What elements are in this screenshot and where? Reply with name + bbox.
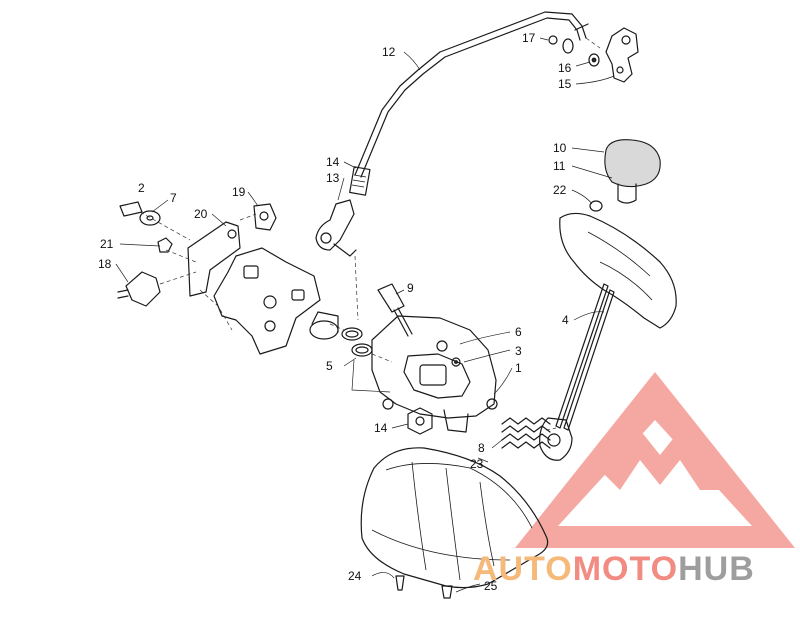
svg-text:AUTOMOTOHUB: AUTOMOTOHUB xyxy=(473,550,755,588)
callout-12: 12 xyxy=(382,45,396,59)
callout-23: 23 xyxy=(470,457,484,471)
callout-24: 24 xyxy=(348,569,362,583)
callout-4: 4 xyxy=(562,313,569,327)
callout-16: 16 xyxy=(558,61,572,75)
watermark-word-auto: AUTO xyxy=(473,550,573,588)
left-mount-assembly xyxy=(117,201,339,355)
linkage-parts-15-16-17 xyxy=(548,27,639,83)
callout-22: 22 xyxy=(553,183,567,197)
callout-13: 13 xyxy=(326,171,340,185)
callout-1: 1 xyxy=(515,361,522,375)
callout-3: 3 xyxy=(515,344,522,358)
spring-part-8 xyxy=(501,417,557,449)
callout-20: 20 xyxy=(194,207,208,221)
cover-part-23 xyxy=(360,447,549,599)
watermark-logo xyxy=(515,372,795,548)
shift-bracket-part-1 xyxy=(371,283,498,435)
watermark-word-hub: HUB xyxy=(678,550,755,588)
callout-10: 10 xyxy=(553,141,567,155)
leader-lines xyxy=(115,37,615,463)
washers-part-5 xyxy=(329,323,393,393)
callout-14-top: 14 xyxy=(326,155,340,169)
watermark-text: AUTOMOTOHUB xyxy=(473,550,755,588)
callout-8: 8 xyxy=(478,441,485,455)
callout-6: 6 xyxy=(515,325,522,339)
shift-lever-assembly xyxy=(539,139,677,461)
callout-labels: 1 2 3 4 5 6 7 8 9 10 11 12 13 14 14 15 1… xyxy=(98,31,572,593)
callout-11: 11 xyxy=(553,159,566,173)
logo-m-shape xyxy=(600,430,720,490)
shift-rod-part-12 xyxy=(349,11,589,196)
callout-17: 17 xyxy=(522,31,536,45)
callout-18: 18 xyxy=(98,257,112,271)
pivot-link-part-13 xyxy=(315,199,359,321)
callout-5: 5 xyxy=(326,359,333,373)
callout-19: 19 xyxy=(232,185,246,199)
callout-9: 9 xyxy=(407,281,414,295)
callout-7: 7 xyxy=(170,191,177,205)
watermark-word-moto: MOTO xyxy=(573,550,678,588)
callout-21: 21 xyxy=(100,237,114,251)
callout-14-bottom: 14 xyxy=(374,421,388,435)
callout-25: 25 xyxy=(484,579,498,593)
callout-15: 15 xyxy=(558,77,572,91)
callout-2: 2 xyxy=(138,181,145,195)
